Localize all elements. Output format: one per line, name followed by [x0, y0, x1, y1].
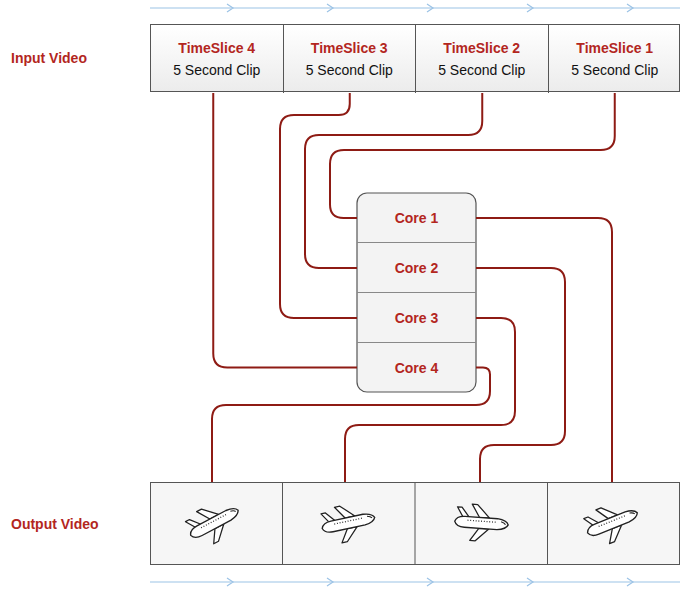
input-strip: Input VideoTimeSlice 45 Second ClipTimeS…	[150, 24, 680, 92]
core-box: Core 3	[357, 293, 476, 343]
slice-name: TimeSlice 1	[576, 40, 653, 56]
time-slice: TimeSlice 2 5 Second Clip	[416, 25, 549, 93]
clip-length: 5 Second Clip	[306, 62, 393, 78]
output-frames	[150, 482, 680, 565]
core-container	[357, 193, 476, 392]
time-slice: TimeSlice 3 5 Second Clip	[284, 25, 417, 93]
core-name: Core 2	[395, 260, 439, 276]
time-slice: TimeSlice 4 5 Second Clip	[151, 25, 284, 93]
time-slice: TimeSlice 1 5 Second Clip	[549, 25, 680, 93]
output-strip: Output Video	[150, 482, 680, 565]
data-flow-line	[280, 93, 357, 318]
slice-name: TimeSlice 4	[178, 40, 255, 56]
core-box: Core 1	[357, 193, 476, 243]
slice-name: TimeSlice 3	[311, 40, 388, 56]
clip-length: 5 Second Clip	[173, 62, 260, 78]
airplane-icon	[182, 494, 644, 551]
data-flow-line	[476, 218, 612, 482]
timeline-arrow	[150, 4, 680, 586]
data-flow-line	[212, 368, 490, 483]
data-flow-line	[305, 93, 482, 268]
clip-length: 5 Second Clip	[571, 62, 658, 78]
data-flow-line	[330, 93, 615, 218]
data-flow-line	[213, 93, 357, 368]
row-label: Output Video	[11, 516, 99, 532]
slice-name: TimeSlice 2	[443, 40, 520, 56]
frame-divider	[283, 482, 548, 565]
core-box: Core 2	[357, 243, 476, 293]
core-box: Core 4	[357, 343, 476, 392]
core-name: Core 1	[395, 210, 439, 226]
row-label: Input Video	[11, 50, 87, 66]
clip-length: 5 Second Clip	[438, 62, 525, 78]
core-name: Core 3	[395, 310, 439, 326]
core-name: Core 4	[395, 360, 439, 376]
